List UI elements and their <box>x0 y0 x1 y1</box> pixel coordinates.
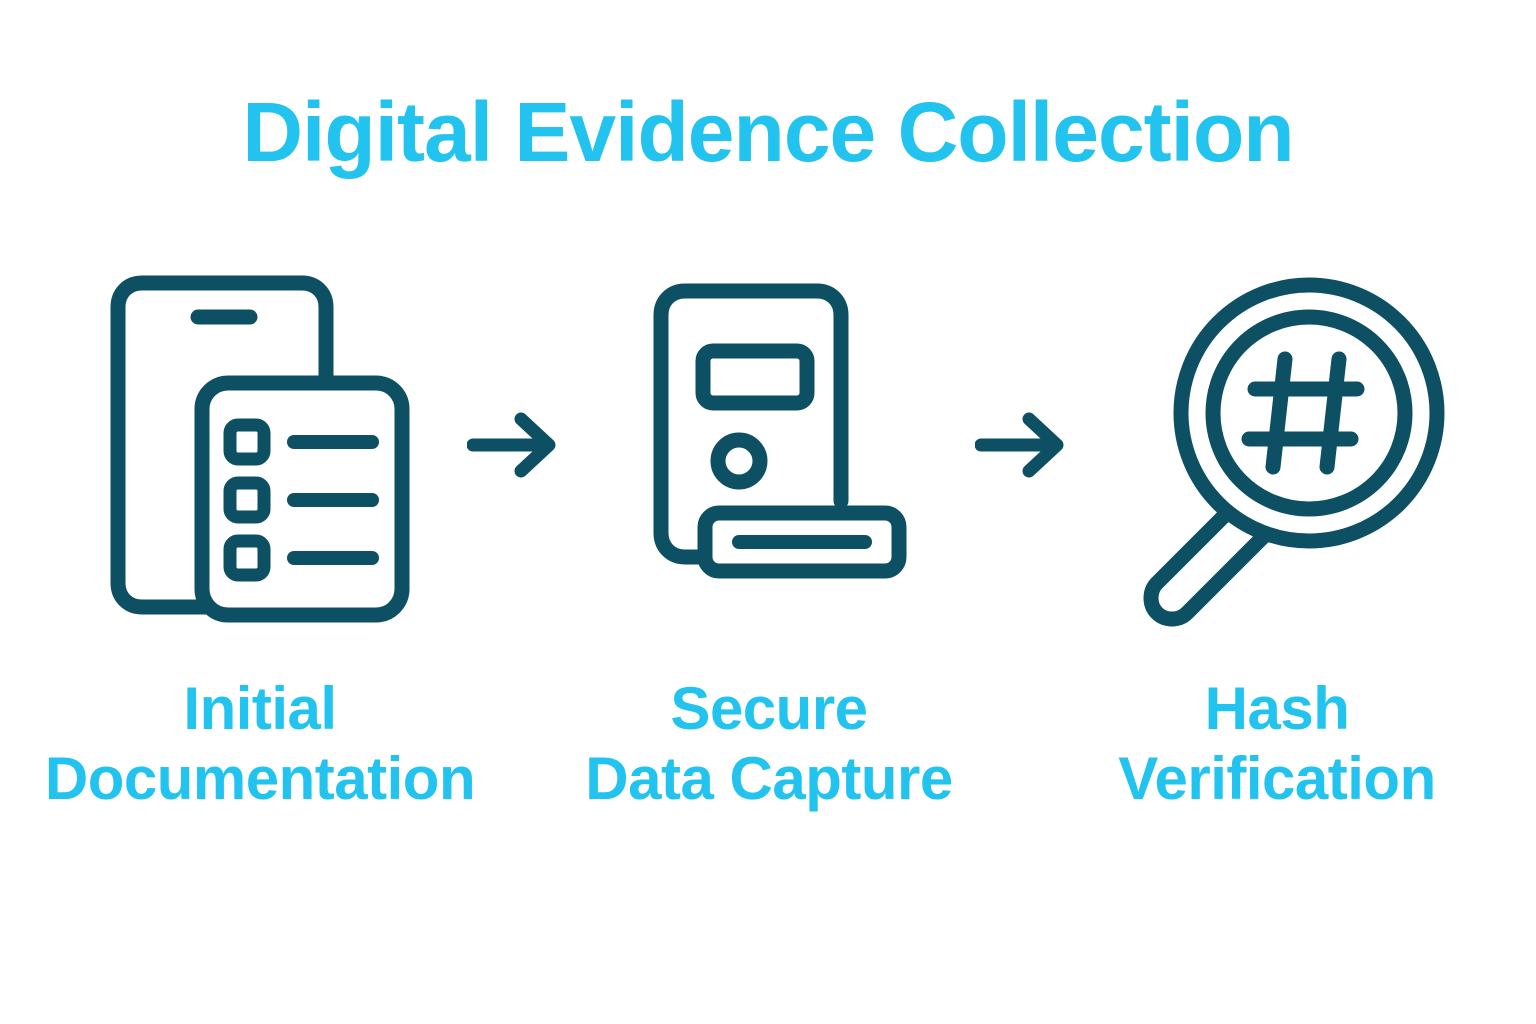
page-title: Digital Evidence Collection <box>242 85 1294 179</box>
flow-stage-label: Initial Documentation <box>44 675 476 812</box>
flow-stage-label: Secure Data Capture <box>585 675 953 812</box>
flow-stage-secure-data-capture[interactable]: Secure Data Capture <box>570 250 968 813</box>
flow-connector-2 <box>968 250 1078 640</box>
arrow-right-icon <box>467 412 556 478</box>
phone-with-checklist-icon <box>80 250 440 640</box>
flow-stage-hash-verification[interactable]: Hash Verification <box>1078 250 1476 813</box>
server-with-drive-icon <box>589 250 949 640</box>
process-flow: Initial Documentation <box>45 250 1476 850</box>
arrow-right-icon <box>975 412 1064 478</box>
magnifier-hash-icon <box>1097 250 1457 640</box>
flow-connector-1 <box>460 250 570 640</box>
flow-stage-label: Hash Verification <box>1118 675 1436 812</box>
flow-stage-initial-documentation[interactable]: Initial Documentation <box>45 250 476 813</box>
